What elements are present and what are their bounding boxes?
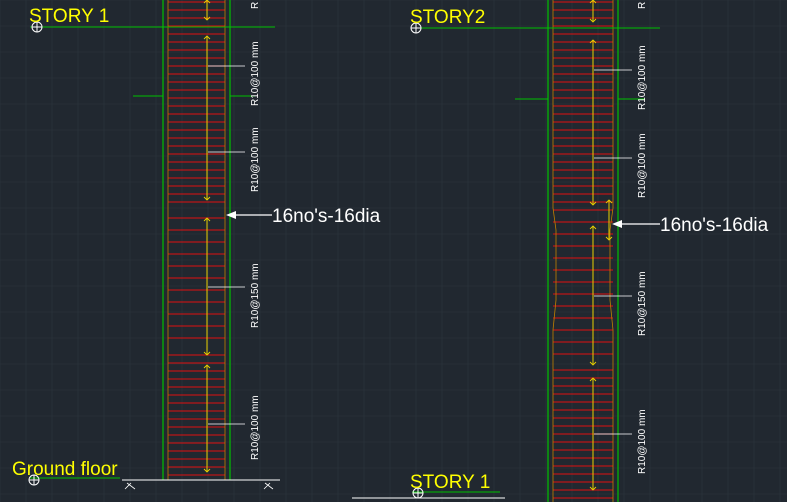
right-spacing-label-cut: R [637,2,648,9]
bar-tick [203,468,211,473]
right-column-lap-right [609,0,614,502]
right-column-lap-left [552,0,557,502]
right-crosshair-top [410,22,422,34]
bar-tick [589,39,597,44]
bar-tick [589,0,597,4]
bar-tick [605,236,613,241]
left-dimension-leaders [208,65,245,425]
right-ties [553,1,613,499]
right-column-outline [547,0,619,502]
left-spacing-label-cut: R [250,2,261,9]
left-main-bars [203,0,211,473]
left-top-story-label: STORY 1 [29,6,109,27]
right-crosshair-bottom [412,487,424,499]
bar-tick [589,486,597,491]
bar-tick [203,0,211,4]
left-bar-callout: 16no's-16dia [272,206,381,227]
right-spacing-label-2: R10@100 mm [637,133,648,198]
left-callout-arrow [226,211,272,219]
bar-tick [589,377,597,382]
bar-tick [203,217,211,222]
left-spacing-label-3: R10@150 mm [250,263,261,328]
left-base-hatch [124,482,274,490]
right-spacing-label-1: R10@100 mm [637,45,648,110]
left-column-outline [162,0,231,480]
bar-tick [589,18,597,23]
right-main-bars [589,0,613,491]
left-crosshair-top [31,21,43,33]
left-spacing-label-2: R10@100 mm [250,127,261,192]
left-spacing-label-1: R10@100 mm [250,41,261,106]
right-callout-arrow [612,220,660,228]
bar-tick [203,351,211,356]
right-top-story-label: STORY2 [410,7,485,28]
right-bar-callout: 16no's-16dia [660,215,769,236]
left-ties [168,1,225,476]
left-spacing-label-4: R10@100 mm [250,395,261,460]
left-level-lines [30,26,280,481]
bar-tick [589,361,597,366]
bar-tick [605,199,613,204]
left-column-elevation: STORY 1 Ground floor 16no's-16dia R10@10… [12,0,381,490]
right-spacing-label-4: R10@100 mm [637,409,648,474]
right-bottom-story-label: STORY 1 [410,472,490,493]
right-column-elevation: STORY2 STORY 1 16no's-16dia R10@100 mm R… [352,0,769,502]
bar-tick [203,364,211,369]
left-bottom-story-label: Ground floor [12,459,118,480]
right-spacing-label-3: R10@150 mm [637,271,648,336]
right-level-lines [352,27,660,499]
bar-tick [203,16,211,21]
bar-tick [203,196,211,201]
bar-tick [203,35,211,40]
right-dimension-leaders [594,69,632,435]
bar-tick [589,225,597,230]
left-crosshair-bottom [28,474,40,486]
bar-tick [589,201,597,206]
